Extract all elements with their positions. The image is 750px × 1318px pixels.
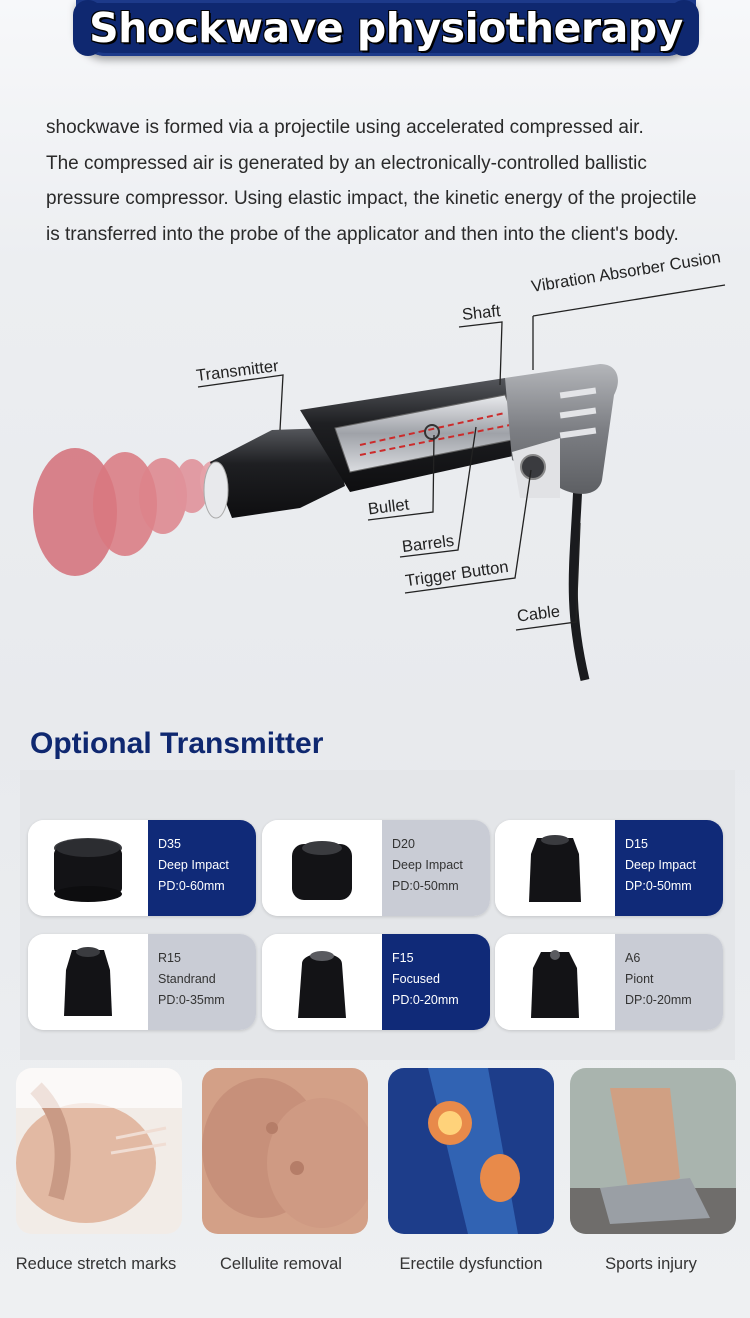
transmitter-depth: DP:0-20mm bbox=[625, 993, 692, 1007]
application-image-erectile bbox=[388, 1068, 554, 1234]
intro-paragraph: shockwave is formed via a projectile usi… bbox=[46, 110, 736, 252]
transmitter-type: Deep Impact bbox=[392, 858, 463, 872]
transmitter-depth: PD:0-20mm bbox=[392, 993, 459, 1007]
transmitter-image bbox=[495, 934, 615, 1030]
transmitter-name: D20 bbox=[392, 837, 415, 851]
application-label: Erectile dysfunction bbox=[399, 1255, 543, 1273]
transmitter-card: F15 Focused PD:0-20mm bbox=[262, 934, 490, 1030]
applicator-diagram: Transmitter Shaft Vibration Absorber Cus… bbox=[0, 248, 750, 690]
page-title: Shockwave physiotherapy bbox=[89, 4, 683, 52]
transmitter-card: A6 Piont DP:0-20mm bbox=[495, 934, 723, 1030]
shockwave-waves bbox=[33, 448, 224, 576]
transmitter-name: R15 bbox=[158, 951, 181, 965]
application-image-cellulite bbox=[202, 1068, 368, 1234]
application-image-sports-injury bbox=[570, 1068, 736, 1234]
transmitter-info: D15 Deep Impact DP:0-50mm bbox=[615, 820, 723, 916]
transmitter-card: D35 Deep Impact PD:0-60mm bbox=[28, 820, 256, 916]
application-label: Sports injury bbox=[605, 1255, 697, 1273]
application-label: Cellulite removal bbox=[220, 1255, 342, 1273]
transmitter-info: D20 Deep Impact PD:0-50mm bbox=[382, 820, 490, 916]
transmitter-image bbox=[28, 820, 148, 916]
transmitter-depth: PD:0-50mm bbox=[392, 879, 459, 893]
transmitter-type: Focused bbox=[392, 972, 440, 986]
callout-lines bbox=[197, 284, 726, 631]
transmitter-type: Standrand bbox=[158, 972, 216, 986]
transmitter-name: D35 bbox=[158, 837, 181, 851]
application-image-stretch-marks bbox=[16, 1068, 182, 1234]
transmitter-name: A6 bbox=[625, 951, 641, 965]
transmitter-name: F15 bbox=[392, 951, 414, 965]
intro-line: is transferred into the probe of the app… bbox=[46, 223, 679, 245]
transmitter-info: A6 Piont DP:0-20mm bbox=[615, 934, 723, 1030]
transmitter-image bbox=[495, 820, 615, 916]
intro-line: pressure compressor. Using elastic impac… bbox=[46, 188, 697, 209]
transmitter-type: Deep Impact bbox=[158, 858, 229, 872]
transmitter-info: D35 Deep Impact PD:0-60mm bbox=[148, 820, 256, 916]
transmitter-image bbox=[262, 820, 382, 916]
transmitter-card: R15 Standrand PD:0-35mm bbox=[28, 934, 256, 1030]
transmitter-info: F15 Focused PD:0-20mm bbox=[382, 934, 490, 1030]
section-title: Optional Transmitter bbox=[30, 727, 324, 760]
application-label: Reduce stretch marks bbox=[15, 1255, 177, 1273]
intro-line: shockwave is formed via a projectile usi… bbox=[46, 117, 644, 138]
transmitter-depth: PD:0-35mm bbox=[158, 993, 225, 1007]
transmitter-depth: DP:0-50mm bbox=[625, 879, 692, 893]
transmitter-type: Deep Impact bbox=[625, 858, 696, 872]
label-shaft: Shaft bbox=[461, 302, 502, 324]
transmitter-card: D20 Deep Impact PD:0-50mm bbox=[262, 820, 490, 916]
transmitter-type: Piont bbox=[625, 972, 654, 986]
transmitter-name: D15 bbox=[625, 837, 648, 851]
header-banner: Shockwave physiotherapy bbox=[73, 0, 699, 56]
transmitter-image bbox=[262, 934, 382, 1030]
transmitter-depth: PD:0-60mm bbox=[158, 879, 225, 893]
applicator-illustration bbox=[33, 284, 726, 682]
transmitter-image bbox=[28, 934, 148, 1030]
intro-line: The compressed air is generated by an el… bbox=[46, 152, 647, 174]
transmitter-card: D15 Deep Impact DP:0-50mm bbox=[495, 820, 723, 916]
transmitter-info: R15 Standrand PD:0-35mm bbox=[148, 934, 256, 1030]
